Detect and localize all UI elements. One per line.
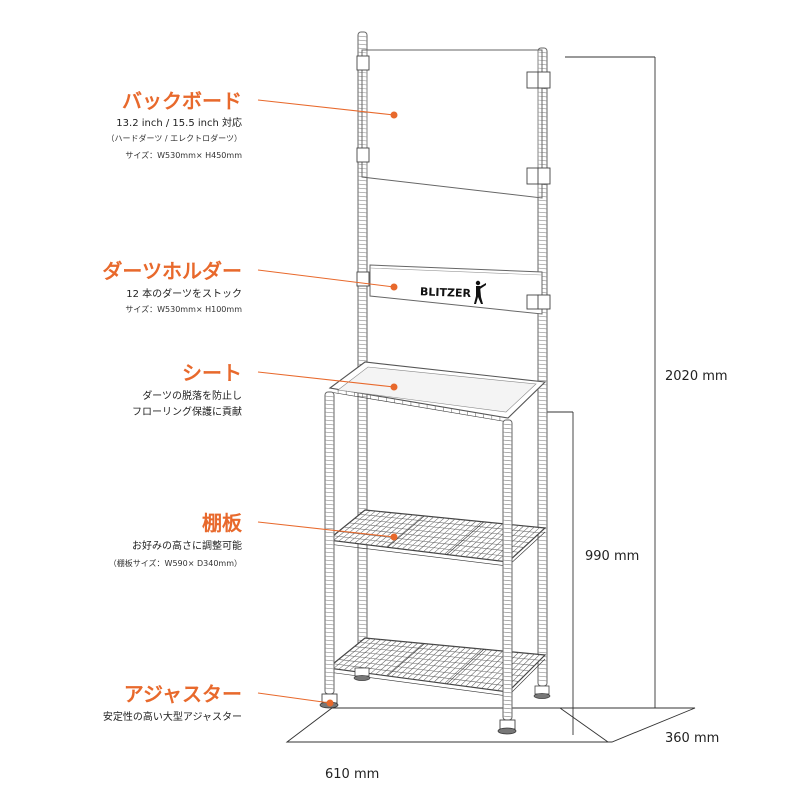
bottom-shelf: [326, 637, 547, 697]
shelf-height-label: 990 mm: [585, 549, 639, 564]
width-label: 610 mm: [325, 767, 379, 782]
sheet-line2: フローリング保護に貢献: [132, 405, 242, 418]
callout-adjuster: アジャスター 安定性の高い大型アジャスター: [103, 682, 242, 723]
floor-outline: [285, 707, 696, 743]
dimension-lines: [540, 56, 656, 743]
dart-holder-panel: BLITZER: [356, 264, 551, 315]
depth-label: 360 mm: [665, 731, 719, 746]
leader-backboard: [257, 99, 398, 119]
front-pole-left: [324, 391, 335, 695]
front-pole-right: [502, 419, 513, 721]
shelf-line2: （棚板サイズ：W590× D340mm）: [109, 558, 242, 568]
dart-player-icon: [474, 280, 486, 304]
adjuster-title: アジャスター: [124, 682, 242, 706]
shelf-line1: お好みの高さに調整可能: [132, 539, 242, 552]
leader-adjuster: [257, 692, 334, 707]
dart-holder-title: ダーツホルダー: [102, 259, 242, 283]
backboard-line1: 13.2 inch / 15.5 inch 対応: [116, 116, 242, 129]
adjuster-line1: 安定性の高い大型アジャスター: [103, 710, 242, 723]
sheet-tray: [328, 361, 547, 423]
brand-logo: BLITZER: [420, 285, 472, 300]
leader-shelf: [257, 521, 398, 541]
backboard-panel: [356, 49, 551, 199]
callout-shelf: 棚板 お好みの高さに調整可能 （棚板サイズ：W590× D340mm）: [109, 511, 243, 568]
backboard-title: バックボード: [122, 89, 242, 113]
leader-sheet: [257, 371, 398, 391]
callout-sheet: シート ダーツの脱落を防止し フローリング保護に貢献: [132, 361, 242, 418]
shelf-title: 棚板: [202, 511, 243, 535]
middle-shelf: [326, 509, 547, 567]
adjuster-feet: [319, 667, 551, 735]
callout-dart-holder: ダーツホルダー 12 本のダーツをストック サイズ：W530mm× H100mm: [102, 259, 242, 314]
dart-holder-line1: 12 本のダーツをストック: [126, 287, 242, 300]
callout-backboard: バックボード 13.2 inch / 15.5 inch 対応 （ハードダーツ …: [107, 89, 243, 160]
backboard-line3: サイズ：W530mm× H450mm: [125, 150, 242, 160]
sheet-line1: ダーツの脱落を防止し: [142, 389, 242, 402]
sheet-title: シート: [182, 361, 242, 385]
total-height-label: 2020 mm: [665, 369, 728, 384]
backboard-line2: （ハードダーツ / エレクトロダーツ）: [107, 133, 242, 143]
dart-holder-line2: サイズ：W530mm× H100mm: [125, 304, 242, 314]
leader-dart-holder: [257, 269, 398, 291]
